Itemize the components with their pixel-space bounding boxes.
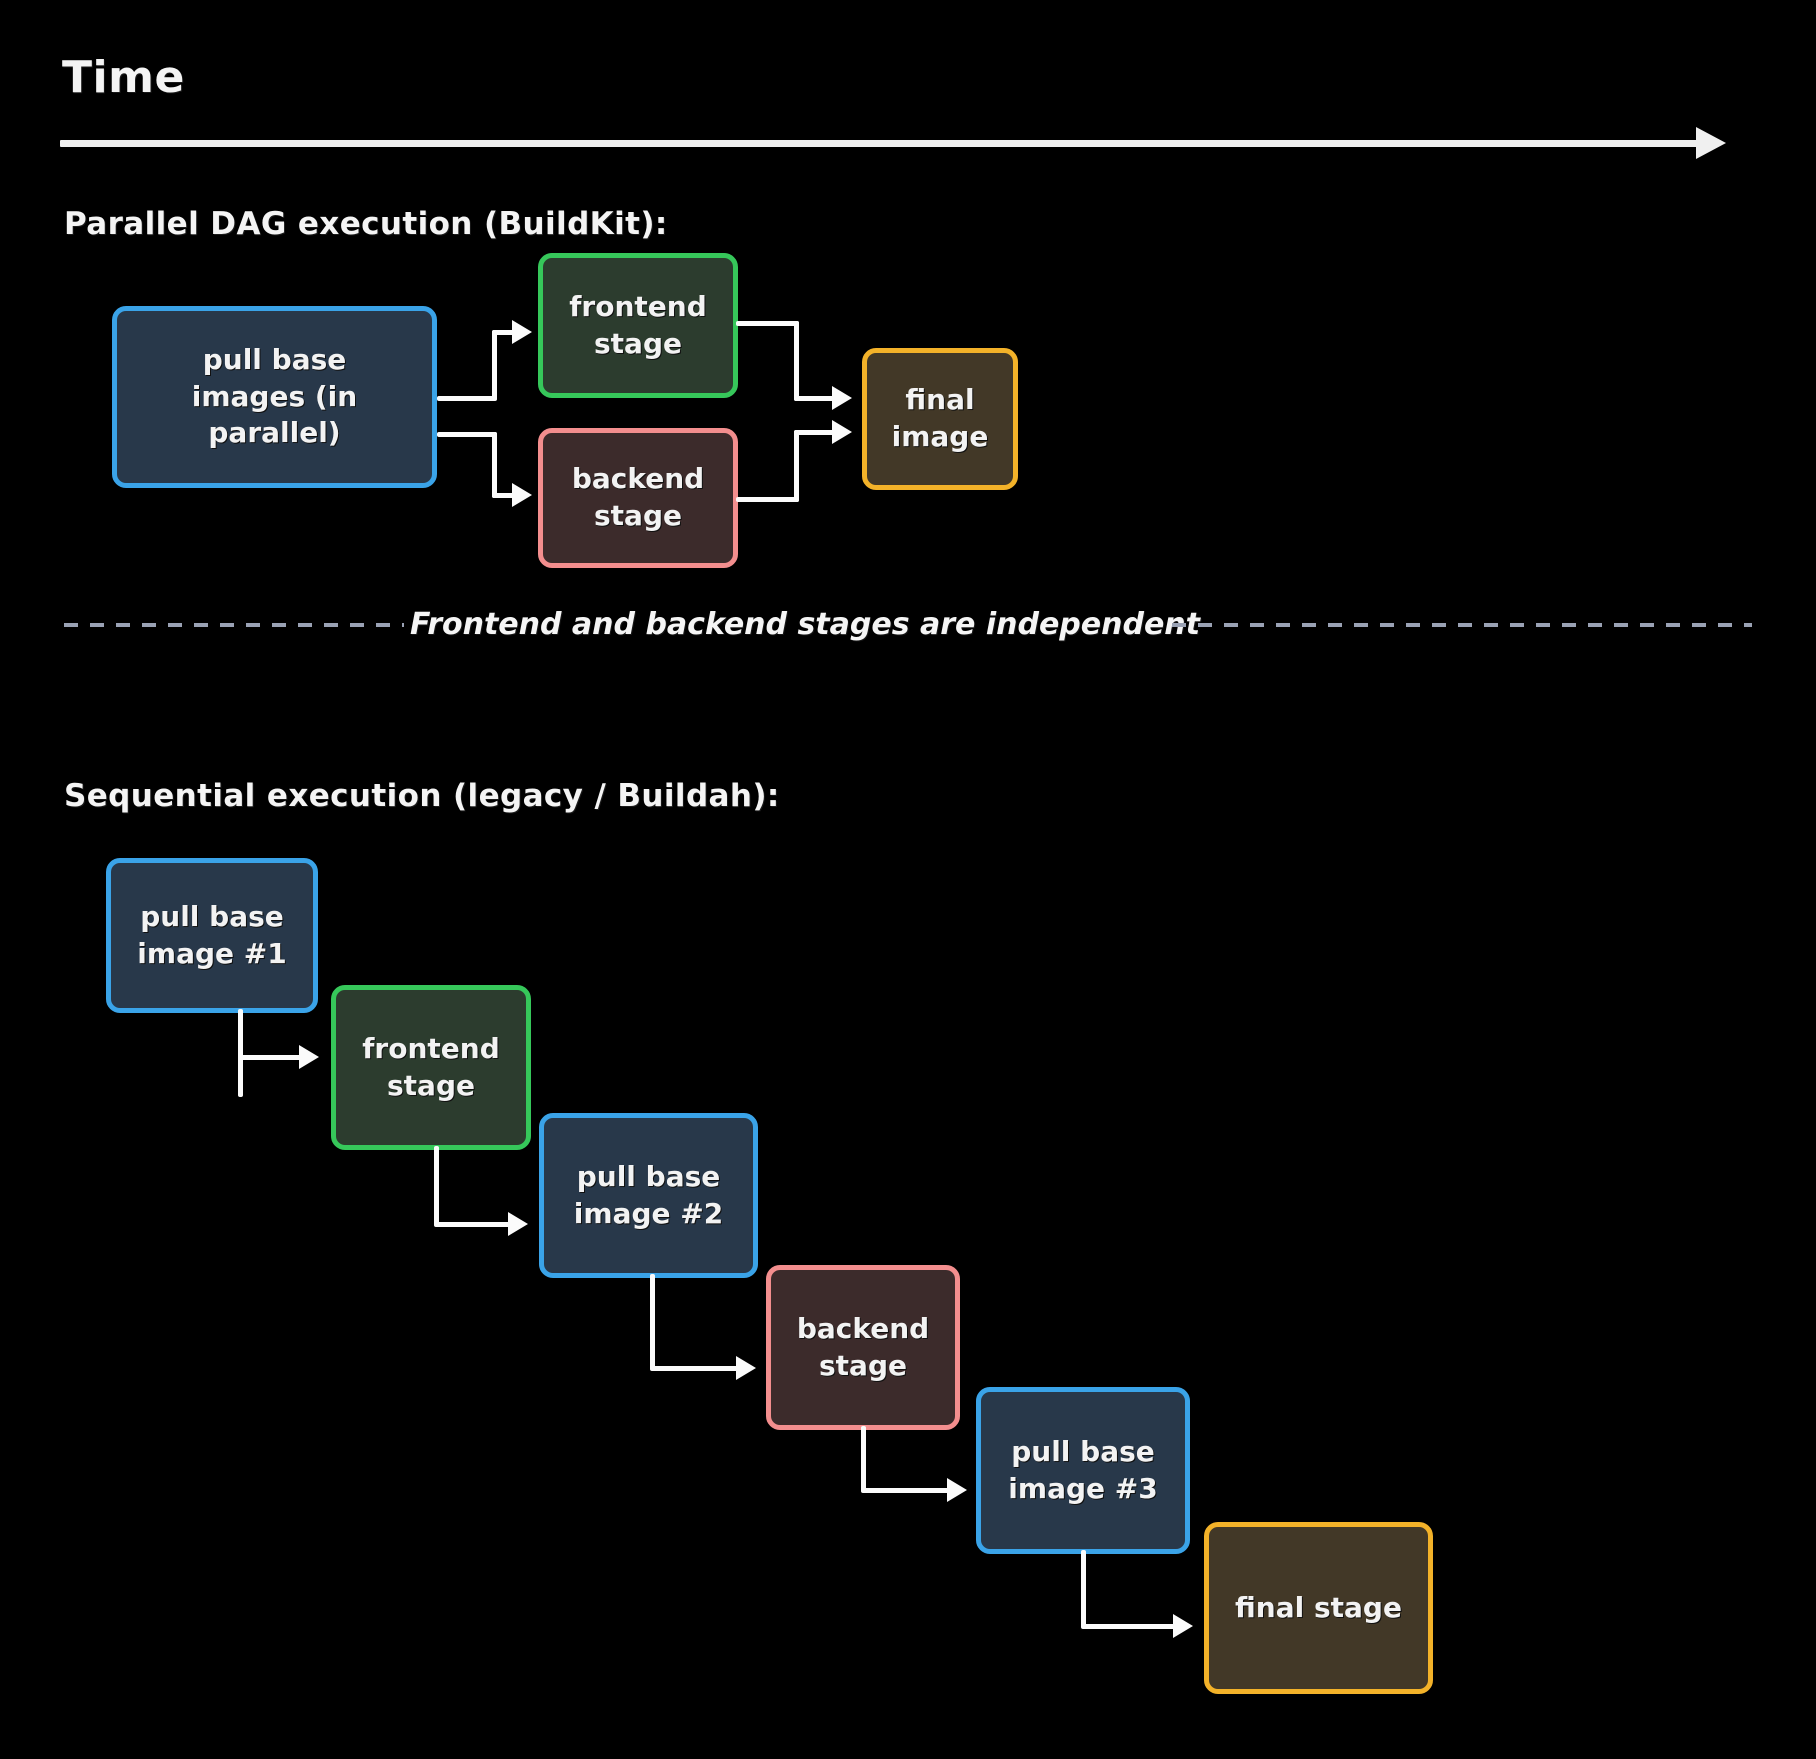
time-axis-arrow xyxy=(60,127,1755,159)
node-label: pull base images (in parallel) xyxy=(191,342,358,450)
edge-backend-to-final-segment-h2 xyxy=(794,430,838,435)
node-label: frontend stage xyxy=(569,289,707,360)
node-frontend-stage: frontend stage xyxy=(538,253,738,398)
node-final-stage: final stage xyxy=(1204,1522,1433,1694)
edge-seq5-segment-v xyxy=(1081,1550,1086,1628)
node-label: pull base image #2 xyxy=(573,1159,724,1230)
time-axis-line xyxy=(60,140,1708,147)
section-divider: Frontend and backend stages are independ… xyxy=(0,595,1816,655)
node-pull-base-image-1: pull base image #1 xyxy=(106,858,318,1013)
edge-seq5-arrowhead-icon xyxy=(1173,1614,1193,1638)
edge-pull-to-frontend-segment-h1 xyxy=(437,396,497,401)
edge-seq2-arrowhead-icon xyxy=(508,1212,528,1236)
node-pull-base-images: pull base images (in parallel) xyxy=(112,306,437,488)
edge-seq3-segment-h xyxy=(650,1366,742,1371)
node-final-image: final image xyxy=(862,348,1018,490)
node-label: frontend stage xyxy=(362,1031,500,1102)
divider-label: Frontend and backend stages are independ… xyxy=(410,607,1201,642)
divider-dashes-right xyxy=(1172,623,1752,627)
edge-frontend-to-final-segment-v xyxy=(794,321,799,401)
edge-pull-to-backend-segment-h2 xyxy=(492,493,518,498)
edge-seq1-segment-v xyxy=(238,1009,243,1097)
edge-backend-to-final-segment-v xyxy=(794,430,799,502)
edge-seq2-segment-v xyxy=(434,1146,439,1226)
edge-pull-to-backend-segment-h1 xyxy=(437,432,497,437)
edge-seq4-segment-v xyxy=(861,1426,866,1492)
node-backend-stage: backend stage xyxy=(538,428,738,568)
time-axis-arrowhead-icon xyxy=(1696,127,1726,159)
edge-frontend-to-final-segment-h1 xyxy=(736,321,799,326)
edge-seq2-segment-h xyxy=(434,1222,515,1227)
section-heading-parallel: Parallel DAG execution (BuildKit): xyxy=(64,206,668,242)
edge-pull-to-frontend-segment-h2 xyxy=(492,330,518,335)
edge-seq4-segment-h xyxy=(861,1488,953,1493)
node-label: pull base image #1 xyxy=(137,899,287,970)
edge-pull-to-frontend-segment-v xyxy=(492,330,497,400)
edge-pull-to-backend-arrowhead-icon xyxy=(512,483,532,507)
node-label: final image xyxy=(891,383,989,453)
edge-backend-to-final-arrowhead-icon xyxy=(832,420,852,444)
edge-seq5-segment-h xyxy=(1081,1624,1180,1629)
page-title: Time xyxy=(62,52,185,103)
edge-seq1-arrowhead-icon xyxy=(299,1045,319,1069)
node-pull-base-image-2: pull base image #2 xyxy=(539,1113,758,1278)
edge-frontend-to-final-segment-h2 xyxy=(794,396,838,401)
edge-seq3-arrowhead-icon xyxy=(736,1356,756,1380)
node-label: final stage xyxy=(1235,1590,1402,1624)
edge-pull-to-frontend-arrowhead-icon xyxy=(512,320,532,344)
node-label: backend stage xyxy=(796,1311,930,1382)
edge-seq1-segment-h xyxy=(238,1055,306,1060)
edge-seq4-arrowhead-icon xyxy=(947,1478,967,1502)
node-pull-base-image-3: pull base image #3 xyxy=(976,1387,1190,1554)
edge-backend-to-final-segment-h1 xyxy=(736,497,799,502)
node-frontend-stage-2: frontend stage xyxy=(331,985,531,1150)
node-label: backend stage xyxy=(571,462,705,532)
section-heading-sequential: Sequential execution (legacy / Buildah): xyxy=(64,778,780,814)
edge-seq3-segment-v xyxy=(650,1274,655,1370)
edge-frontend-to-final-arrowhead-icon xyxy=(832,386,852,410)
node-label: pull base image #3 xyxy=(1008,1434,1158,1505)
edge-pull-to-backend-segment-v xyxy=(492,432,497,498)
node-backend-stage-2: backend stage xyxy=(766,1265,960,1430)
divider-dashes-left xyxy=(64,623,404,627)
